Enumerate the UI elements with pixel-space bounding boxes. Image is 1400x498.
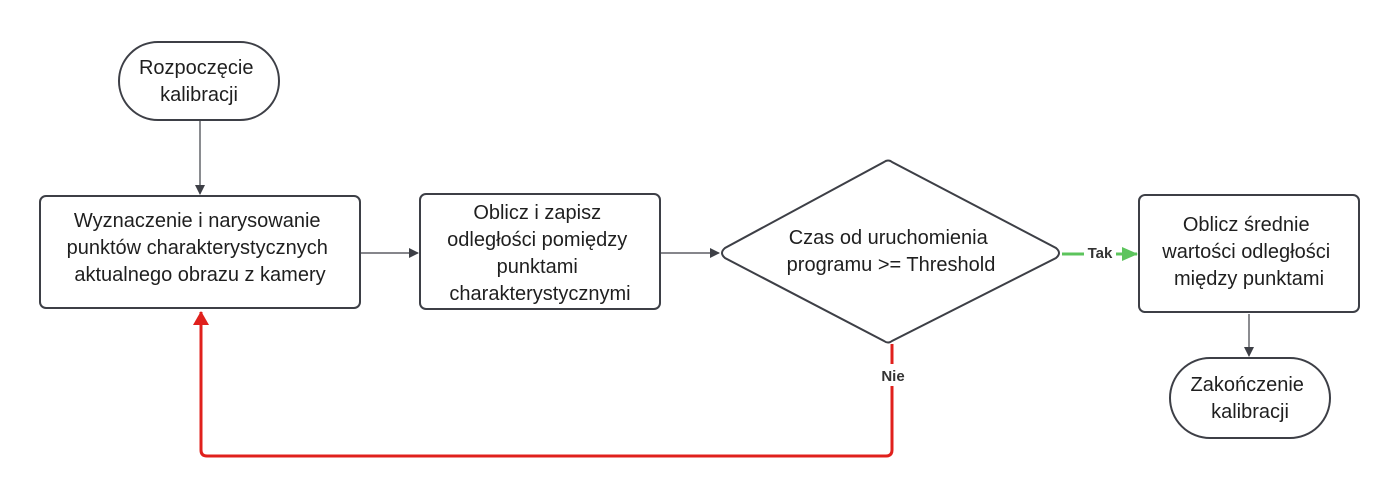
compute-line-3: punktami (497, 256, 578, 278)
average-distances-text: Oblicz średnie wartości odległości międz… (1161, 214, 1335, 290)
end-node-shape (1169, 357, 1331, 439)
end-node: Zakończenie kalibracji (1169, 357, 1331, 439)
detect-line-1: Wyznaczenie i narysowanie (74, 210, 321, 232)
decision-shape (721, 159, 1060, 344)
end-line-2: kalibracji (1211, 401, 1289, 423)
no-label: Nie (881, 368, 904, 385)
detect-line-2: punktów charakterystycznych (67, 237, 328, 259)
average-line-1: Oblicz średnie (1183, 214, 1310, 236)
average-distances-node: Oblicz średnie wartości odległości międz… (1138, 194, 1360, 313)
compute-line-1: Oblicz i zapisz (473, 202, 601, 224)
decision-text: Czas od uruchomienia programu >= Thresho… (787, 227, 996, 276)
decision-line-1: Czas od uruchomienia (789, 227, 989, 249)
yes-label: Tak (1088, 245, 1113, 262)
end-line-1: Zakończenie (1191, 374, 1304, 396)
detect-points-node: Wyznaczenie i narysowanie punktów charak… (39, 195, 361, 309)
decision-line-2: programu >= Threshold (787, 254, 996, 276)
average-distances-shape (1138, 194, 1360, 313)
compute-distances-text: Oblicz i zapisz odległości pomiędzy punk… (447, 202, 633, 305)
start-line-2: kalibracji (160, 84, 238, 106)
compute-line-4: charakterystycznymi (449, 283, 630, 305)
start-node-shape (118, 41, 280, 121)
compute-distances-node: Oblicz i zapisz odległości pomiędzy punk… (419, 193, 661, 310)
compute-distances-shape (419, 193, 661, 310)
start-node: Rozpoczęcie kalibracji (118, 41, 280, 121)
end-node-text: Zakończenie kalibracji (1191, 374, 1310, 423)
detect-points-text: Wyznaczenie i narysowanie punktów charak… (67, 210, 334, 286)
detect-points-shape (39, 195, 361, 309)
detect-line-3: aktualnego obrazu z kamery (74, 264, 325, 286)
start-line-1: Rozpoczęcie (139, 57, 254, 79)
yes-label-bg (1084, 243, 1116, 263)
compute-line-2: odległości pomiędzy (447, 229, 627, 251)
decision-node: Czas od uruchomienia programu >= Thresho… (721, 159, 1060, 344)
start-node-text: Rozpoczęcie kalibracji (139, 57, 259, 106)
average-line-2: wartości odległości (1161, 241, 1330, 263)
edge-decision-no-to-detect (193, 311, 894, 458)
average-line-3: między punktami (1174, 268, 1324, 290)
no-label-bg (876, 364, 910, 386)
